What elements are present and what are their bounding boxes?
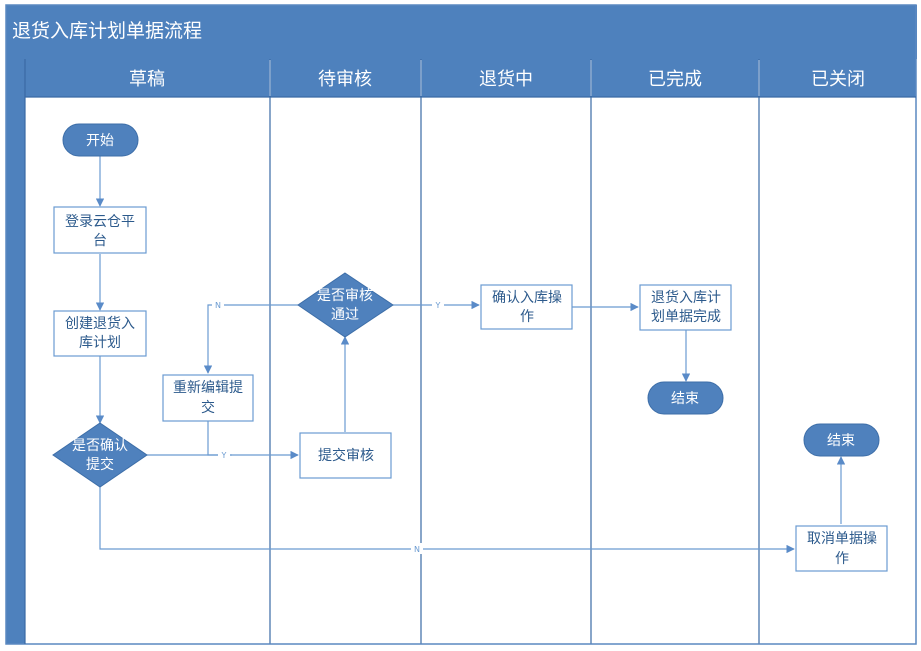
node-plan-done-line2: 划单据完成 <box>651 309 721 325</box>
left-frame-strip <box>6 59 25 644</box>
lane-header-row <box>25 59 916 97</box>
node-submit-review <box>299 432 392 479</box>
lane-label-closed: 已关闭 <box>811 69 865 90</box>
node-reedit-line2: 交 <box>201 399 215 416</box>
edge-label-review-no: N <box>215 301 221 310</box>
diagram-frame <box>5 4 917 645</box>
node-cancel-line2: 作 <box>835 551 849 567</box>
edge-confirm-submit-no <box>99 487 795 554</box>
node-create-plan <box>53 310 147 357</box>
node-create-plan-line2: 库计划 <box>79 335 121 351</box>
title-bar <box>6 5 917 59</box>
node-create-plan-line1: 创建退货入 <box>65 315 135 332</box>
edge-label-review-yes: Y <box>435 301 441 310</box>
node-review-pass-line2: 通过 <box>331 307 359 323</box>
lane-label-draft: 草稿 <box>129 69 165 90</box>
node-decision-confirm-submit <box>52 422 148 488</box>
node-confirm-inbound-line2: 作 <box>520 309 534 325</box>
node-login-line1: 登录云仓平 <box>65 214 135 230</box>
node-confirm-inbound-line1: 确认入库操 <box>492 290 562 306</box>
node-end-closed <box>803 423 880 457</box>
diagram-title: 退货入库计划单据流程 <box>12 20 202 42</box>
edge-label-submit-yes: Y <box>221 451 227 460</box>
node-confirm-inbound <box>480 284 573 330</box>
node-login <box>53 206 147 254</box>
node-reedit <box>162 374 254 422</box>
node-reedit-line1: 重新编辑提 <box>173 380 243 396</box>
lane-label-returning: 退货中 <box>479 69 533 90</box>
node-end-completed-text: 结束 <box>671 391 699 407</box>
connectors <box>95 156 846 554</box>
node-login-line2: 台 <box>93 233 107 249</box>
node-submit-review-line1: 提交审核 <box>318 447 374 464</box>
lane-label-pending-review: 待审核 <box>318 69 372 90</box>
node-review-pass-line1: 是否审核 <box>317 288 373 304</box>
edge-review-no <box>203 304 298 374</box>
node-cancel-line1: 取消单据操 <box>807 531 877 547</box>
edge-label-submit-no: N <box>414 545 420 554</box>
node-start-text: 开始 <box>86 133 114 149</box>
node-confirm-submit-line2: 提交 <box>86 456 114 473</box>
node-plan-done-line1: 退货入库计 <box>651 289 721 306</box>
node-confirm-submit-line1: 是否确认 <box>72 438 128 454</box>
node-end-closed-text: 结束 <box>827 433 855 449</box>
node-start <box>62 123 139 157</box>
node-cancel <box>795 525 888 572</box>
lane-header-dividers <box>269 60 760 96</box>
node-plan-done <box>639 284 732 331</box>
node-end-completed <box>647 381 724 415</box>
lane-label-completed: 已完成 <box>648 69 702 90</box>
lane-body-area <box>25 97 916 644</box>
node-decision-review-pass <box>297 272 394 338</box>
